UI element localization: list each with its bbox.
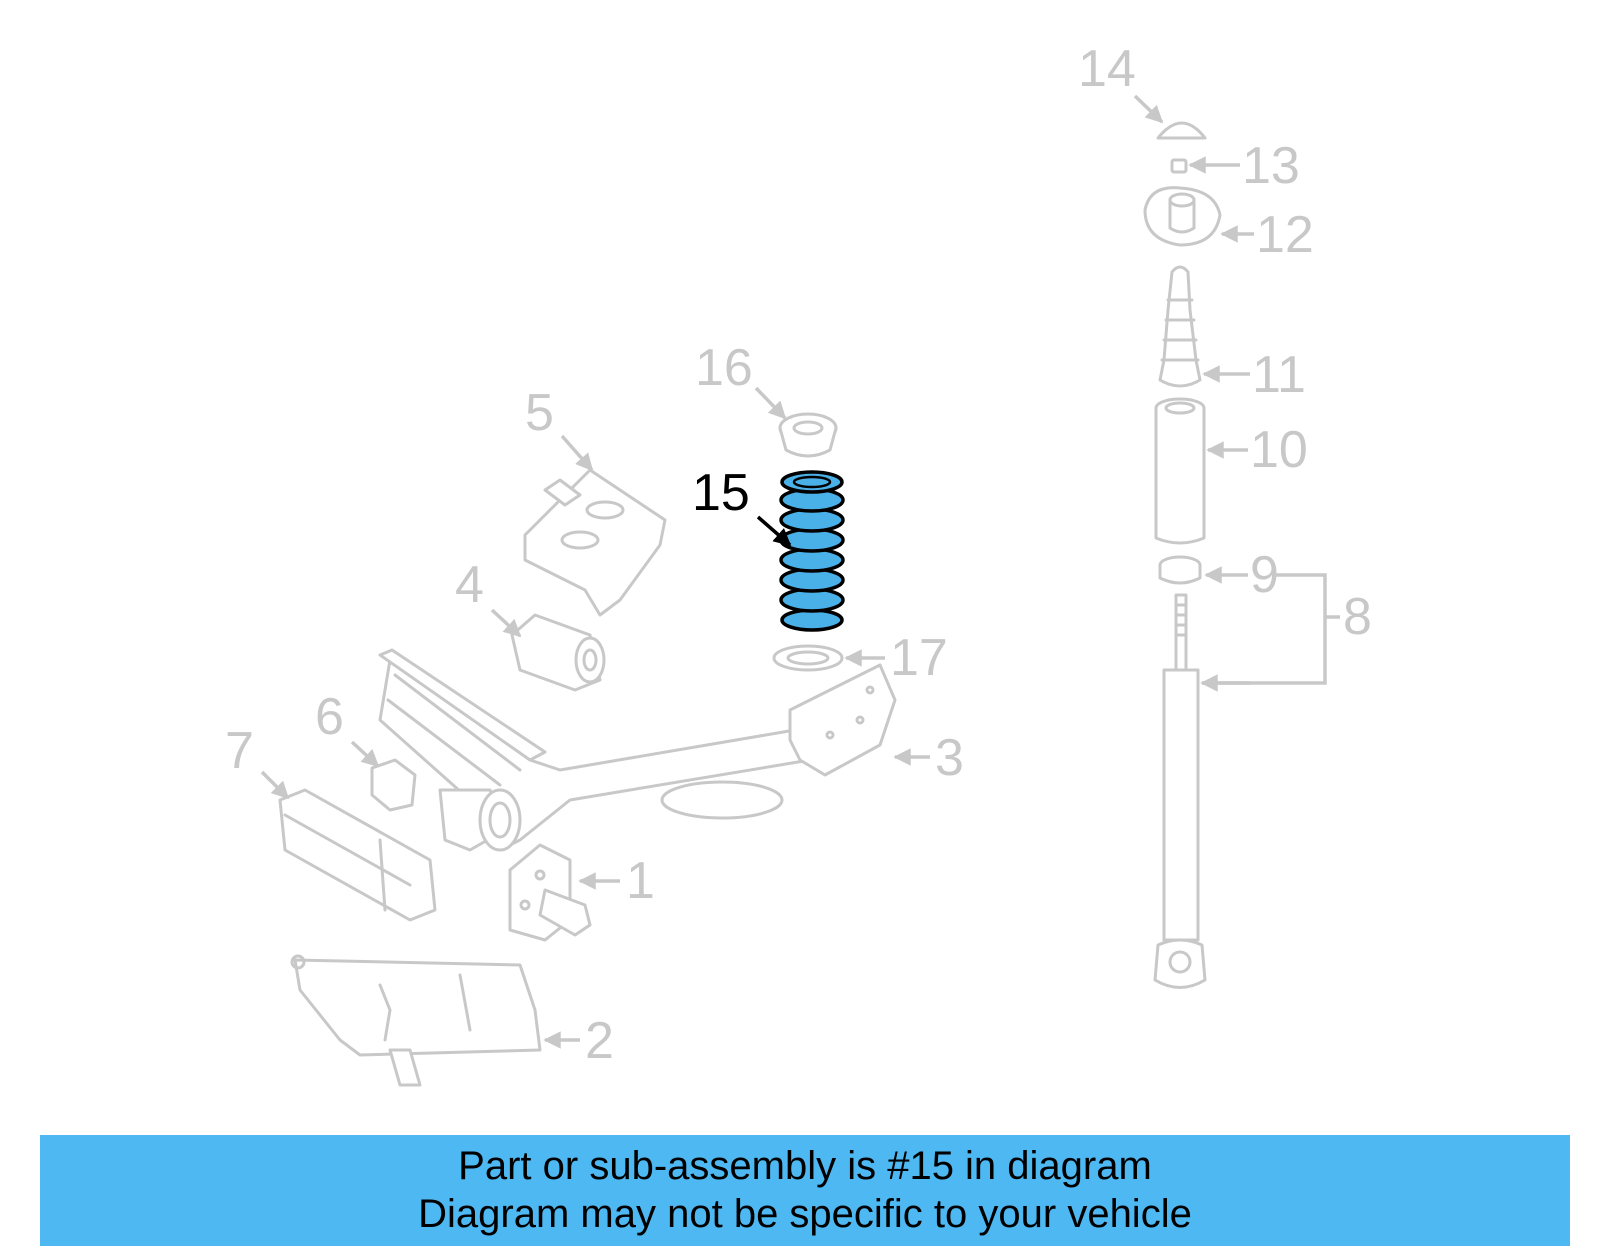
parts-diagram: 1 2 3 4 5 6 7 8 9 10 11 12 13 14 15 16 1… — [225, 40, 1372, 1087]
callout-3[interactable]: 3 — [935, 729, 964, 787]
bump-stop-part — [370, 758, 417, 812]
callout-labels: 1 2 3 4 5 6 7 8 9 10 11 12 13 14 15 16 1… — [225, 40, 1372, 1070]
axle-bushing-part — [438, 788, 522, 852]
shock-washer-part — [1158, 555, 1202, 585]
callout-15[interactable]: 15 — [692, 464, 750, 522]
shock-absorber-part — [1153, 593, 1207, 989]
body-mount-bracket-part — [523, 468, 667, 617]
callout-8[interactable]: 8 — [1343, 588, 1372, 646]
shock-cap-part — [1156, 121, 1207, 140]
coil-spring-part — [779, 470, 845, 632]
callout-11[interactable]: 11 — [1252, 346, 1306, 404]
callout-1[interactable]: 1 — [626, 852, 655, 910]
upper-spring-seat-part — [778, 412, 838, 458]
callout-2[interactable]: 2 — [585, 1012, 614, 1070]
shock-nut-part — [1170, 158, 1188, 174]
shock-mount-part — [1143, 186, 1222, 247]
trailing-arm-bushing-part — [510, 613, 606, 692]
callout-7[interactable]: 7 — [225, 722, 254, 780]
callout-12[interactable]: 12 — [1256, 206, 1314, 264]
callout-5[interactable]: 5 — [525, 384, 554, 442]
lower-spring-pad-part — [772, 644, 844, 672]
leader-lines — [260, 94, 1340, 1049]
bump-stop-boot-part — [1158, 265, 1202, 388]
spring-plate-part — [788, 663, 897, 777]
callout-13[interactable]: 13 — [1242, 137, 1300, 195]
callout-10[interactable]: 10 — [1250, 421, 1308, 479]
callout-17[interactable]: 17 — [890, 629, 948, 687]
heat-shield-part — [290, 954, 542, 1087]
callout-4[interactable]: 4 — [455, 556, 484, 614]
mount-bracket-part — [278, 788, 437, 922]
callout-14[interactable]: 14 — [1078, 40, 1136, 98]
banner-line-part-number: Part or sub-assembly is #15 in diagram — [458, 1144, 1152, 1188]
callout-6[interactable]: 6 — [315, 688, 344, 746]
dust-cover-part — [1154, 397, 1206, 545]
info-banner: Part or sub-assembly is #15 in diagram D… — [40, 1135, 1570, 1246]
callout-16[interactable]: 16 — [695, 339, 753, 397]
banner-line-disclaimer: Diagram may not be specific to your vehi… — [418, 1192, 1192, 1236]
callout-9[interactable]: 9 — [1250, 546, 1279, 604]
stub-axle-part — [508, 843, 592, 942]
